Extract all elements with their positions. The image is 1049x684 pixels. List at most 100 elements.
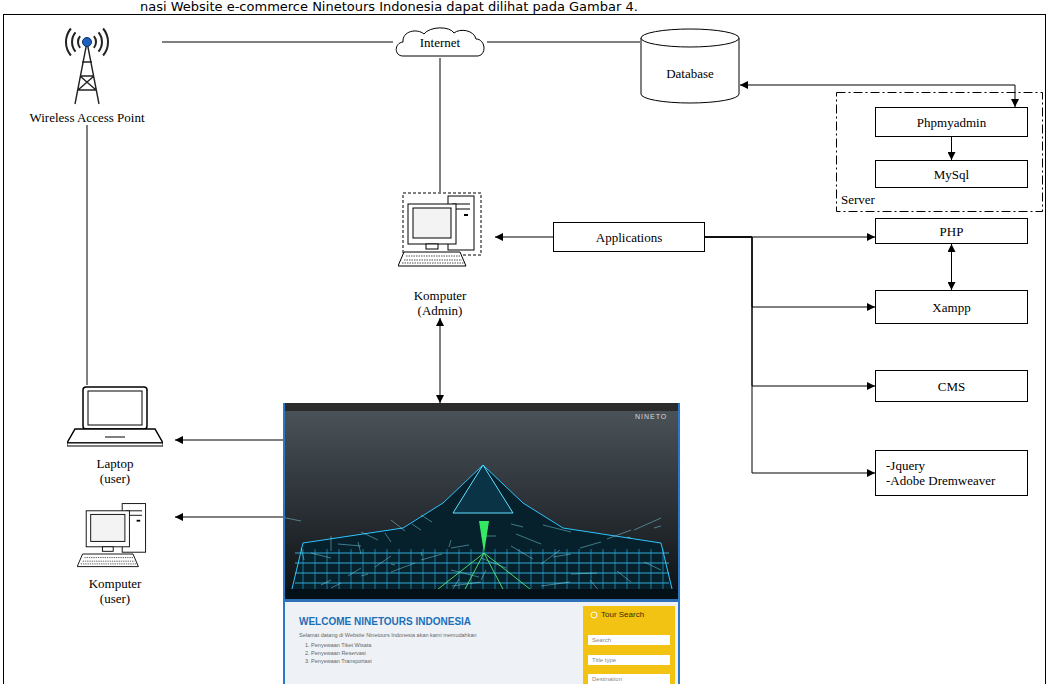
screenshot-image-part [399,549,400,593]
process-box: Applications [553,222,705,252]
connector [705,237,875,307]
screenshot-image-part [283,411,680,599]
screenshot-image-part [678,403,680,684]
connector [175,517,283,518]
screenshot-image-part [385,533,391,542]
internet-cloud: Internet [393,26,487,58]
access-point-icon-part [75,42,99,104]
screenshot-image-part [283,403,285,684]
screenshot-image-part [348,568,361,576]
computer-icon: Komputer (Admin) [385,192,495,318]
screenshot-image-part [338,544,361,546]
computer-icon-part [91,514,125,541]
screenshot-image-part [588,635,670,645]
screenshot-image-part [447,549,448,593]
screenshot-image-part [358,542,361,554]
node-label: 1. Penyewaan Tiket Wisata [305,643,371,649]
node-label: 2. Penyewaan Reservasi [305,651,366,657]
computer-icon-part [398,252,466,266]
screenshot-image-part [607,530,631,539]
screenshot-image-part [339,549,340,593]
node-label: WELCOME NINETOURS INDONESIA [299,617,471,627]
screenshot-image-part [580,542,601,548]
screenshot-image-part [283,403,680,411]
node-label: Destination [592,676,622,682]
connector [495,237,553,238]
screenshot-image-part [617,571,631,582]
process-box: -Jquery-Adobe Dremweaver [875,450,1028,496]
process-box: Phpmyadmin [875,107,1028,137]
computer-icon-part [426,244,438,249]
node-label: Applications [596,230,662,245]
node-label: -Adobe Dremweaver [886,473,995,488]
screenshot-image-part [639,549,640,593]
screenshot-image-part [391,520,405,531]
access-point-icon-part [78,36,80,48]
screenshot-image-part [375,556,391,567]
computer-icon-part [77,554,138,567]
screenshot-image-part [361,574,368,576]
screenshot-image-part [423,549,424,593]
screenshot-image-part [543,549,544,593]
screenshot-image-part [627,537,631,538]
screenshot-image-part [634,518,661,530]
screenshot-image-part [555,549,556,593]
access-point-icon-part [72,32,75,51]
screenshot-image-part [452,582,481,586]
computer-icon-part [86,511,129,547]
screenshot-image-part [627,549,628,593]
website-screenshot: NINETOWELCOME NINETOURS INDONESIASelamat… [283,403,680,684]
screenshot-image-part [519,549,520,593]
node-label: Title type [592,657,616,663]
screenshot-image-part [471,549,472,593]
screenshot-image-part [603,549,604,593]
computer-icon-drawing [77,500,153,572]
screenshot-image-part [315,549,316,593]
database-cylinder: Database [640,28,740,104]
node-label: MySql [934,167,969,182]
node-label: PHP [940,224,964,239]
connector [487,42,640,43]
connector [440,318,441,403]
screenshot-image-part [311,553,331,558]
screenshot-image-part [331,536,332,551]
screenshot-image-part [387,549,388,593]
screenshot-image-part [412,524,421,530]
screenshot-image-part [459,549,460,593]
laptop-icon: Laptop (user) [55,385,175,486]
screenshot-image-part [283,515,301,521]
screenshot-image-part [449,540,451,547]
laptop-icon-part [67,443,163,446]
screenshot-image-part [579,549,580,593]
access-point-icon: Wireless Access Point [12,14,162,125]
connector [951,244,952,290]
screenshot-image-part [421,552,422,556]
screenshot-image-part [654,526,661,528]
access-point-icon-part [83,38,92,47]
server-outline-part [837,93,1043,212]
node-label: -Jquery [886,458,925,473]
laptop-icon-part [83,387,147,429]
screenshot-image-part [588,655,670,665]
connector [705,237,875,473]
process-box: PHP [875,218,1028,244]
node-label: Internet [420,35,460,50]
screenshot-image-part [479,521,489,553]
screenshot-image-part [363,549,364,593]
screenshot-image-part [615,549,616,593]
screenshot-image-part [571,573,597,574]
node-label: Komputer (user) [84,576,146,606]
screenshot-image-part [511,546,533,559]
process-box: MySql [875,160,1028,188]
cloud-shape-part [396,28,484,56]
computer-icon-part [81,558,137,564]
node-label: Database [666,66,714,81]
screenshot-image-part [433,553,535,593]
laptop-icon-part [67,429,163,443]
node-label: CMS [938,379,965,394]
screenshot-image-part [283,602,680,684]
computer-icon-part [402,256,464,263]
screenshot-image-part [591,612,597,618]
screenshot-image-part [283,599,680,602]
screenshot-image-part [511,524,523,527]
